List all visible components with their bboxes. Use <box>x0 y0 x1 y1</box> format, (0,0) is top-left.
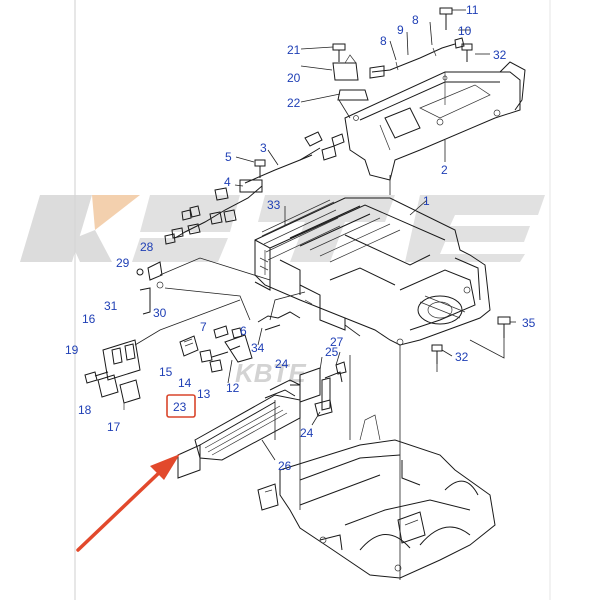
part-1-evaporator-housing <box>254 197 491 346</box>
callout-7: 7 <box>200 320 207 334</box>
watermark-text: KBTE <box>235 358 306 388</box>
callout-13: 13 <box>197 387 211 401</box>
part-4-connector-cluster <box>164 179 263 245</box>
callout-11: 11 <box>466 3 479 17</box>
callout-23: 23 <box>173 400 187 414</box>
callout-8b: 8 <box>412 13 419 27</box>
callout-29: 29 <box>116 256 130 270</box>
callout-24a: 24 <box>275 357 289 371</box>
callout-34: 34 <box>251 341 265 355</box>
callout-17: 17 <box>107 420 121 434</box>
part-32-35-bolts <box>431 316 511 364</box>
callout-1: 1 <box>423 194 430 208</box>
part-24-25-pipe-fittings <box>290 361 347 417</box>
part-5-bolt <box>254 159 266 178</box>
callout-35: 35 <box>522 316 536 330</box>
callout-2: 2 <box>441 163 448 177</box>
part-15-plate <box>179 335 199 357</box>
callout-19: 19 <box>65 343 79 357</box>
part-3-harness <box>244 131 345 184</box>
watermark-logo <box>20 195 545 262</box>
callout-25: 25 <box>325 345 339 359</box>
callout-28: 28 <box>140 240 154 254</box>
highlight-box-23 <box>166 394 196 418</box>
callout-4: 4 <box>224 175 231 189</box>
part-28-31-bracket <box>136 257 271 321</box>
part-20-21-22-clip <box>332 43 369 101</box>
part-2-upper-cover <box>344 61 526 181</box>
callout-24b: 24 <box>300 426 314 440</box>
callout-12: 12 <box>226 381 240 395</box>
part-17-relay <box>119 379 141 410</box>
part-lower-case <box>257 414 496 579</box>
callout-33: 33 <box>267 198 281 212</box>
part-23-26-heater-core <box>177 379 301 479</box>
callout-3: 3 <box>260 141 267 155</box>
part-13-14-screws <box>199 349 229 373</box>
callout-32b: 32 <box>455 350 469 364</box>
red-pointer-arrow <box>76 454 180 552</box>
callout-6: 6 <box>240 324 247 338</box>
part-19-screw <box>84 371 109 384</box>
callout-32a: 32 <box>493 48 507 62</box>
callout-9: 9 <box>397 23 404 37</box>
callout-30: 30 <box>153 306 167 320</box>
callout-8a: 8 <box>380 34 387 48</box>
part-6-7-sensor <box>213 325 243 339</box>
callout-5: 5 <box>225 150 232 164</box>
part-9-wire-harness <box>369 37 465 79</box>
callout-20: 20 <box>287 71 301 85</box>
callout-22: 22 <box>287 96 301 110</box>
callout-leaders <box>227 9 516 461</box>
assembly-leaders <box>274 99 505 580</box>
callout-16: 16 <box>82 312 96 326</box>
callout-26: 26 <box>278 459 292 473</box>
part-18-relay <box>97 374 119 398</box>
part-11-10-32-bolts-top <box>439 7 473 62</box>
callout-21: 21 <box>287 43 301 57</box>
callout-14: 14 <box>178 376 192 390</box>
part-16-relay-base <box>102 299 241 381</box>
callout-labels: 1 2 3 4 5 6 7 8 8 9 10 11 12 13 14 15 16… <box>65 3 536 473</box>
callout-15: 15 <box>159 365 173 379</box>
callout-18: 18 <box>78 403 92 417</box>
part-34-clip <box>257 291 306 331</box>
callout-27: 27 <box>330 335 344 349</box>
part-33-ribbed-section <box>261 199 341 261</box>
callout-31: 31 <box>104 299 118 313</box>
callout-10: 10 <box>458 24 472 38</box>
